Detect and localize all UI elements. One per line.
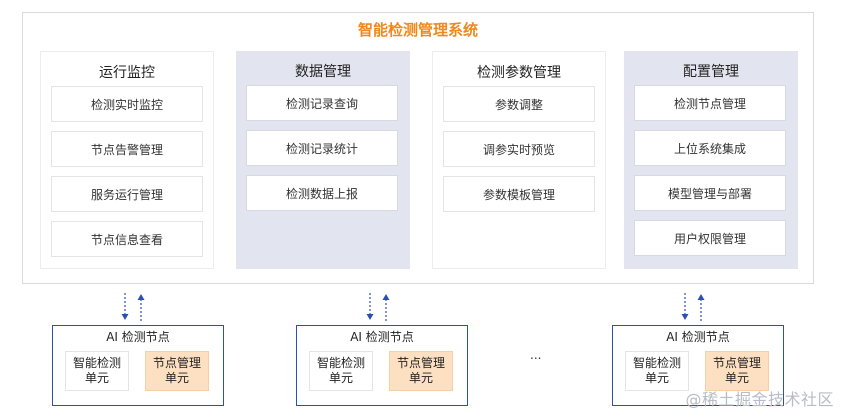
module-title: 数据管理 (295, 64, 351, 80)
connector-arrows-2 (358, 291, 398, 323)
item-user-permission: 用户权限管理 (634, 220, 786, 256)
arrow-up-icon (697, 294, 705, 300)
item-node-alert-management: 节点告警管理 (51, 131, 203, 167)
arrow-up-icon (382, 294, 390, 300)
item-node-info-view: 节点信息查看 (51, 221, 203, 257)
ai-detection-node-2: AI 检测节点 智能检测单元 节点管理单元 (296, 325, 468, 406)
node-title: AI 检测节点 (666, 330, 730, 344)
connector-arrows-1 (113, 291, 153, 323)
item-param-adjust: 参数调整 (443, 86, 595, 122)
arrow-down-icon (681, 314, 689, 320)
module-run-monitoring: 运行监控 检测实时监控 节点告警管理 服务运行管理 节点信息查看 (40, 51, 214, 269)
management-system-frame: 智能检测管理系统 运行监控 检测实时监控 节点告警管理 服务运行管理 节点信息查… (22, 12, 814, 284)
smart-detection-unit: 智能检测单元 (625, 351, 689, 391)
node-management-unit: 节点管理单元 (145, 351, 209, 391)
smart-detection-unit: 智能检测单元 (309, 351, 373, 391)
system-title: 智能检测管理系统 (357, 21, 478, 39)
arrow-up-icon (137, 294, 145, 300)
connector-arrows-3 (673, 291, 713, 323)
item-param-template: 参数模板管理 (443, 176, 595, 212)
module-title: 配置管理 (683, 64, 739, 80)
module-title: 检测参数管理 (477, 65, 561, 81)
ai-detection-node-3: AI 检测节点 智能检测单元 节点管理单元 (612, 325, 784, 406)
smart-detection-unit: 智能检测单元 (65, 351, 129, 391)
item-realtime-monitoring: 检测实时监控 (51, 86, 203, 122)
arrow-down-icon (366, 314, 374, 320)
arrow-down-icon (121, 314, 129, 320)
module-config-management: 配置管理 检测节点管理 上位系统集成 模型管理与部署 用户权限管理 (624, 51, 798, 269)
item-record-query: 检测记录查询 (246, 85, 398, 121)
item-model-deploy: 模型管理与部署 (634, 175, 786, 211)
module-param-management: 检测参数管理 参数调整 调参实时预览 参数模板管理 (432, 51, 606, 269)
node-title: AI 检测节点 (106, 330, 170, 344)
node-management-unit: 节点管理单元 (705, 351, 769, 391)
item-realtime-preview: 调参实时预览 (443, 131, 595, 167)
module-title: 运行监控 (99, 65, 155, 81)
item-record-statistics: 检测记录统计 (246, 130, 398, 166)
ai-detection-node-1: AI 检测节点 智能检测单元 节点管理单元 (52, 325, 224, 406)
item-node-management: 检测节点管理 (634, 85, 786, 121)
item-service-run-management: 服务运行管理 (51, 176, 203, 212)
more-nodes-ellipsis: ... (530, 348, 542, 362)
node-management-unit: 节点管理单元 (389, 351, 453, 391)
item-upper-system-integration: 上位系统集成 (634, 130, 786, 166)
module-data-management: 数据管理 检测记录查询 检测记录统计 检测数据上报 (236, 51, 410, 269)
node-title: AI 检测节点 (350, 330, 414, 344)
watermark: @稀土掘金技术社区 (685, 390, 834, 409)
item-data-report: 检测数据上报 (246, 175, 398, 211)
